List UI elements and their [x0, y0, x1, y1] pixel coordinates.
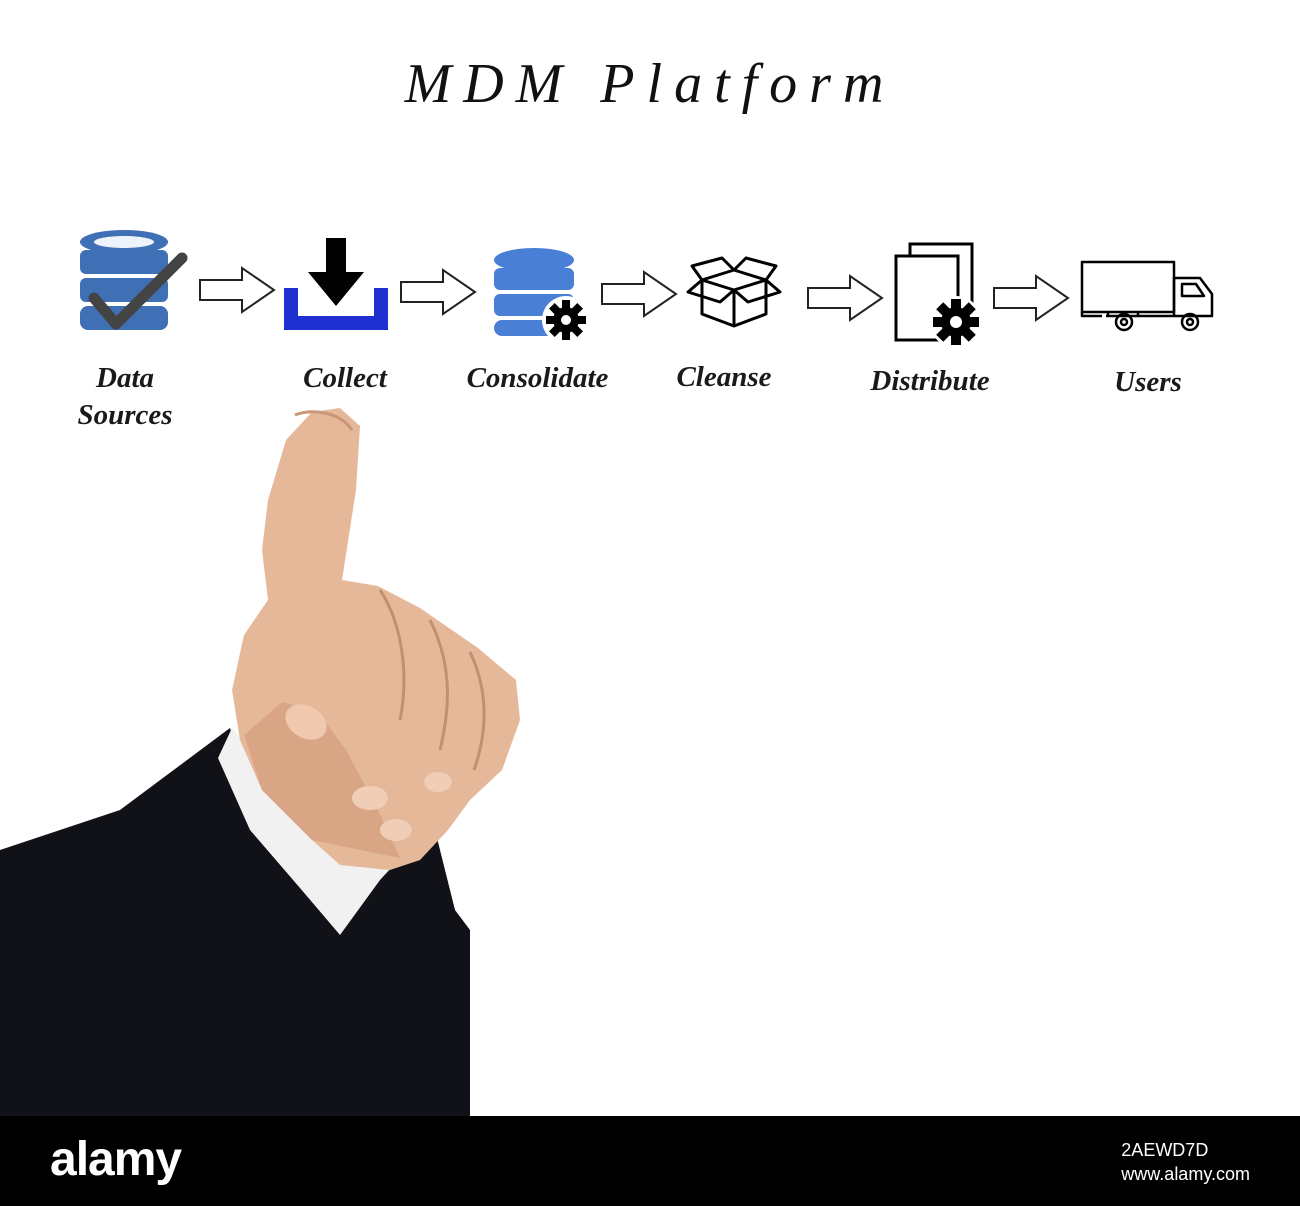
- step-label-collect: Collect: [303, 362, 387, 394]
- pointing-hand-image: [0, 408, 520, 1116]
- watermark-footer: alamy 2AEWD7D www.alamy.com: [0, 1116, 1300, 1206]
- download-tray-icon: [284, 238, 388, 330]
- database-gear-icon: [494, 248, 590, 344]
- image-id: 2AEWD7D: [1121, 1140, 1209, 1160]
- arrow-right-icon: [601, 270, 678, 318]
- database-check-icon: [80, 230, 188, 330]
- alamy-logo: alamy: [50, 1133, 182, 1186]
- step-label-cleanse: Cleanse: [676, 361, 772, 393]
- arrow-right-icon: [400, 268, 477, 316]
- step-label-data: Data: [96, 362, 154, 394]
- site-url: www.alamy.com: [1121, 1164, 1250, 1184]
- delivery-truck-icon: [1080, 260, 1214, 332]
- diagram-title: MDM Platform: [404, 53, 896, 115]
- step-label-data-sources: Data Sources: [70, 360, 180, 434]
- step-label-users: Users: [1114, 366, 1182, 398]
- open-box-icon: [686, 256, 782, 328]
- step-label-distribute: Distribute: [870, 365, 990, 397]
- documents-gear-icon: [894, 242, 982, 348]
- arrow-right-icon: [807, 274, 884, 322]
- step-label-consolidate: Consolidate: [466, 362, 609, 394]
- arrow-right-icon: [993, 274, 1070, 322]
- image-credit: 2AEWD7D www.alamy.com: [1121, 1138, 1250, 1186]
- step-label-sources: Sources: [77, 399, 173, 431]
- arrow-right-icon: [199, 266, 276, 314]
